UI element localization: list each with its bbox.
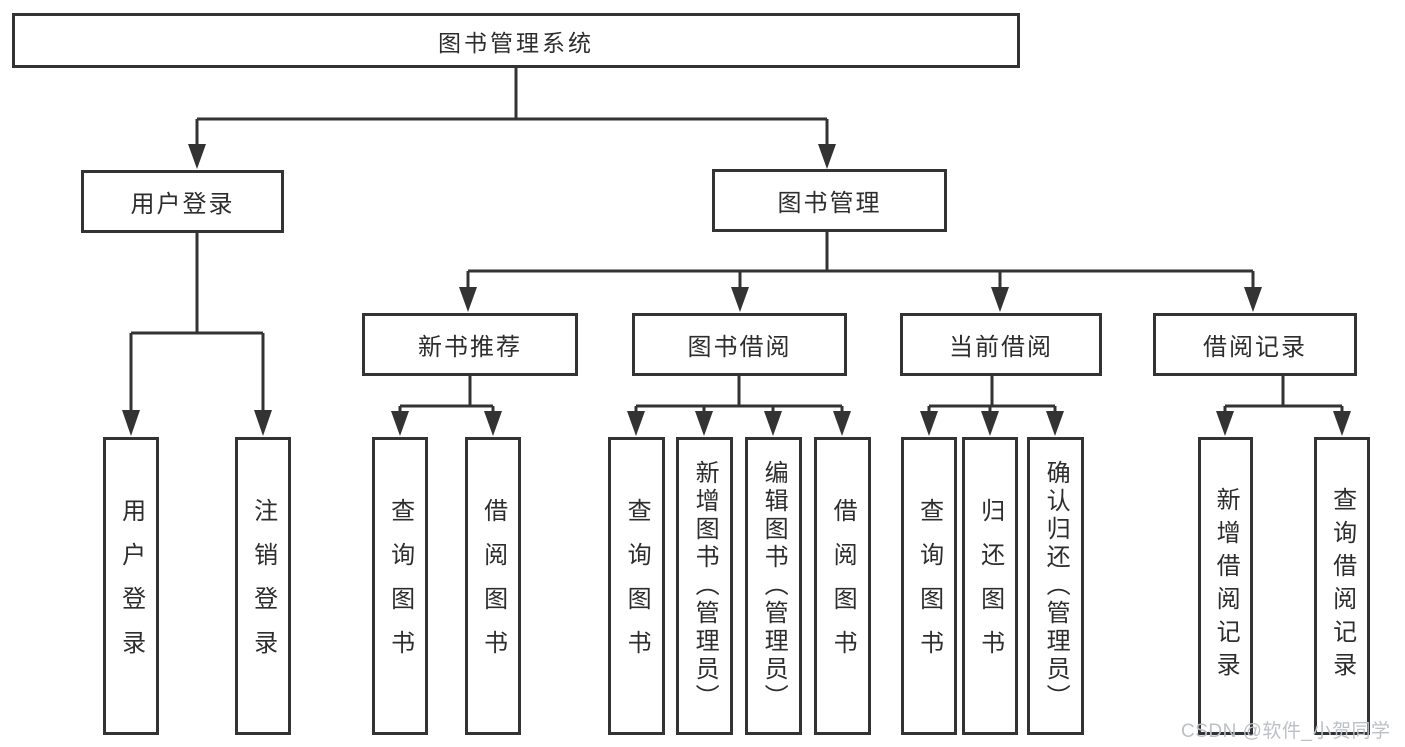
- connector-current-borrow: [920, 375, 1064, 436]
- leaf-user-login: 用户登录: [103, 437, 159, 735]
- leaf-label: 查询图书: [623, 498, 651, 674]
- node-new-book-recommend: 新书推荐: [362, 313, 578, 376]
- leaf-add-borrow-record: 新增借阅记录: [1198, 437, 1253, 735]
- node-label: 图书管理: [777, 190, 882, 217]
- connector-root: [188, 68, 836, 169]
- leaf-query-books-recommend: 查询图书: [372, 437, 428, 735]
- leaf-label: 归还图书: [976, 498, 1004, 674]
- watermark: CSDN @软件_小贺同学: [1181, 721, 1391, 742]
- leaf-query-books-borrow: 查询图书: [608, 437, 665, 735]
- node-library-management-system: 图书管理系统: [12, 13, 1020, 68]
- leaf-label: 新增图书（管理员）: [691, 460, 719, 712]
- node-user-login: 用户登录: [81, 170, 284, 233]
- node-label: 图书借阅: [687, 334, 792, 361]
- leaf-query-borrow-record: 查询借阅记录: [1314, 437, 1370, 735]
- leaf-edit-book-admin: 编辑图书（管理员）: [745, 437, 802, 735]
- leaf-borrow-books-recommend: 借阅图书: [465, 437, 521, 735]
- node-label: 当前借阅: [949, 334, 1053, 361]
- connector-book-management: [459, 232, 1262, 312]
- leaf-logout: 注销登录: [235, 437, 291, 735]
- node-current-borrow: 当前借阅: [900, 313, 1102, 376]
- node-label: 新书推荐: [418, 334, 522, 361]
- node-label: 用户登录: [130, 191, 235, 218]
- connector-new-book-recommend: [391, 375, 502, 436]
- leaf-add-book-admin: 新增图书（管理员）: [676, 437, 733, 735]
- node-book-management: 图书管理: [712, 169, 947, 232]
- node-label: 借阅记录: [1203, 334, 1307, 361]
- leaf-label: 用户登录: [117, 498, 145, 674]
- node-label: 图书管理系统: [438, 29, 594, 56]
- leaf-confirm-return-admin: 确认归还（管理员）: [1027, 437, 1084, 735]
- connector-book-borrow: [627, 375, 851, 436]
- leaf-label: 注销登录: [249, 498, 277, 674]
- node-book-borrow: 图书借阅: [632, 313, 847, 376]
- leaf-label: 借阅图书: [479, 498, 507, 674]
- leaf-query-books-current: 查询图书: [901, 437, 957, 735]
- connector-user-login: [122, 233, 272, 436]
- leaf-label: 查询图书: [386, 498, 414, 674]
- node-borrow-records: 借阅记录: [1153, 313, 1357, 376]
- leaf-label: 编辑图书（管理员）: [760, 460, 788, 712]
- leaf-label: 新增借阅记录: [1212, 487, 1240, 685]
- leaf-label: 查询图书: [915, 498, 943, 674]
- leaf-label: 借阅图书: [829, 498, 857, 674]
- connector-borrow-records: [1216, 375, 1351, 436]
- leaf-borrow-books: 借阅图书: [814, 437, 871, 735]
- leaf-label: 查询借阅记录: [1328, 487, 1356, 685]
- leaf-label: 确认归还（管理员）: [1042, 460, 1070, 712]
- leaf-return-books: 归还图书: [962, 437, 1018, 735]
